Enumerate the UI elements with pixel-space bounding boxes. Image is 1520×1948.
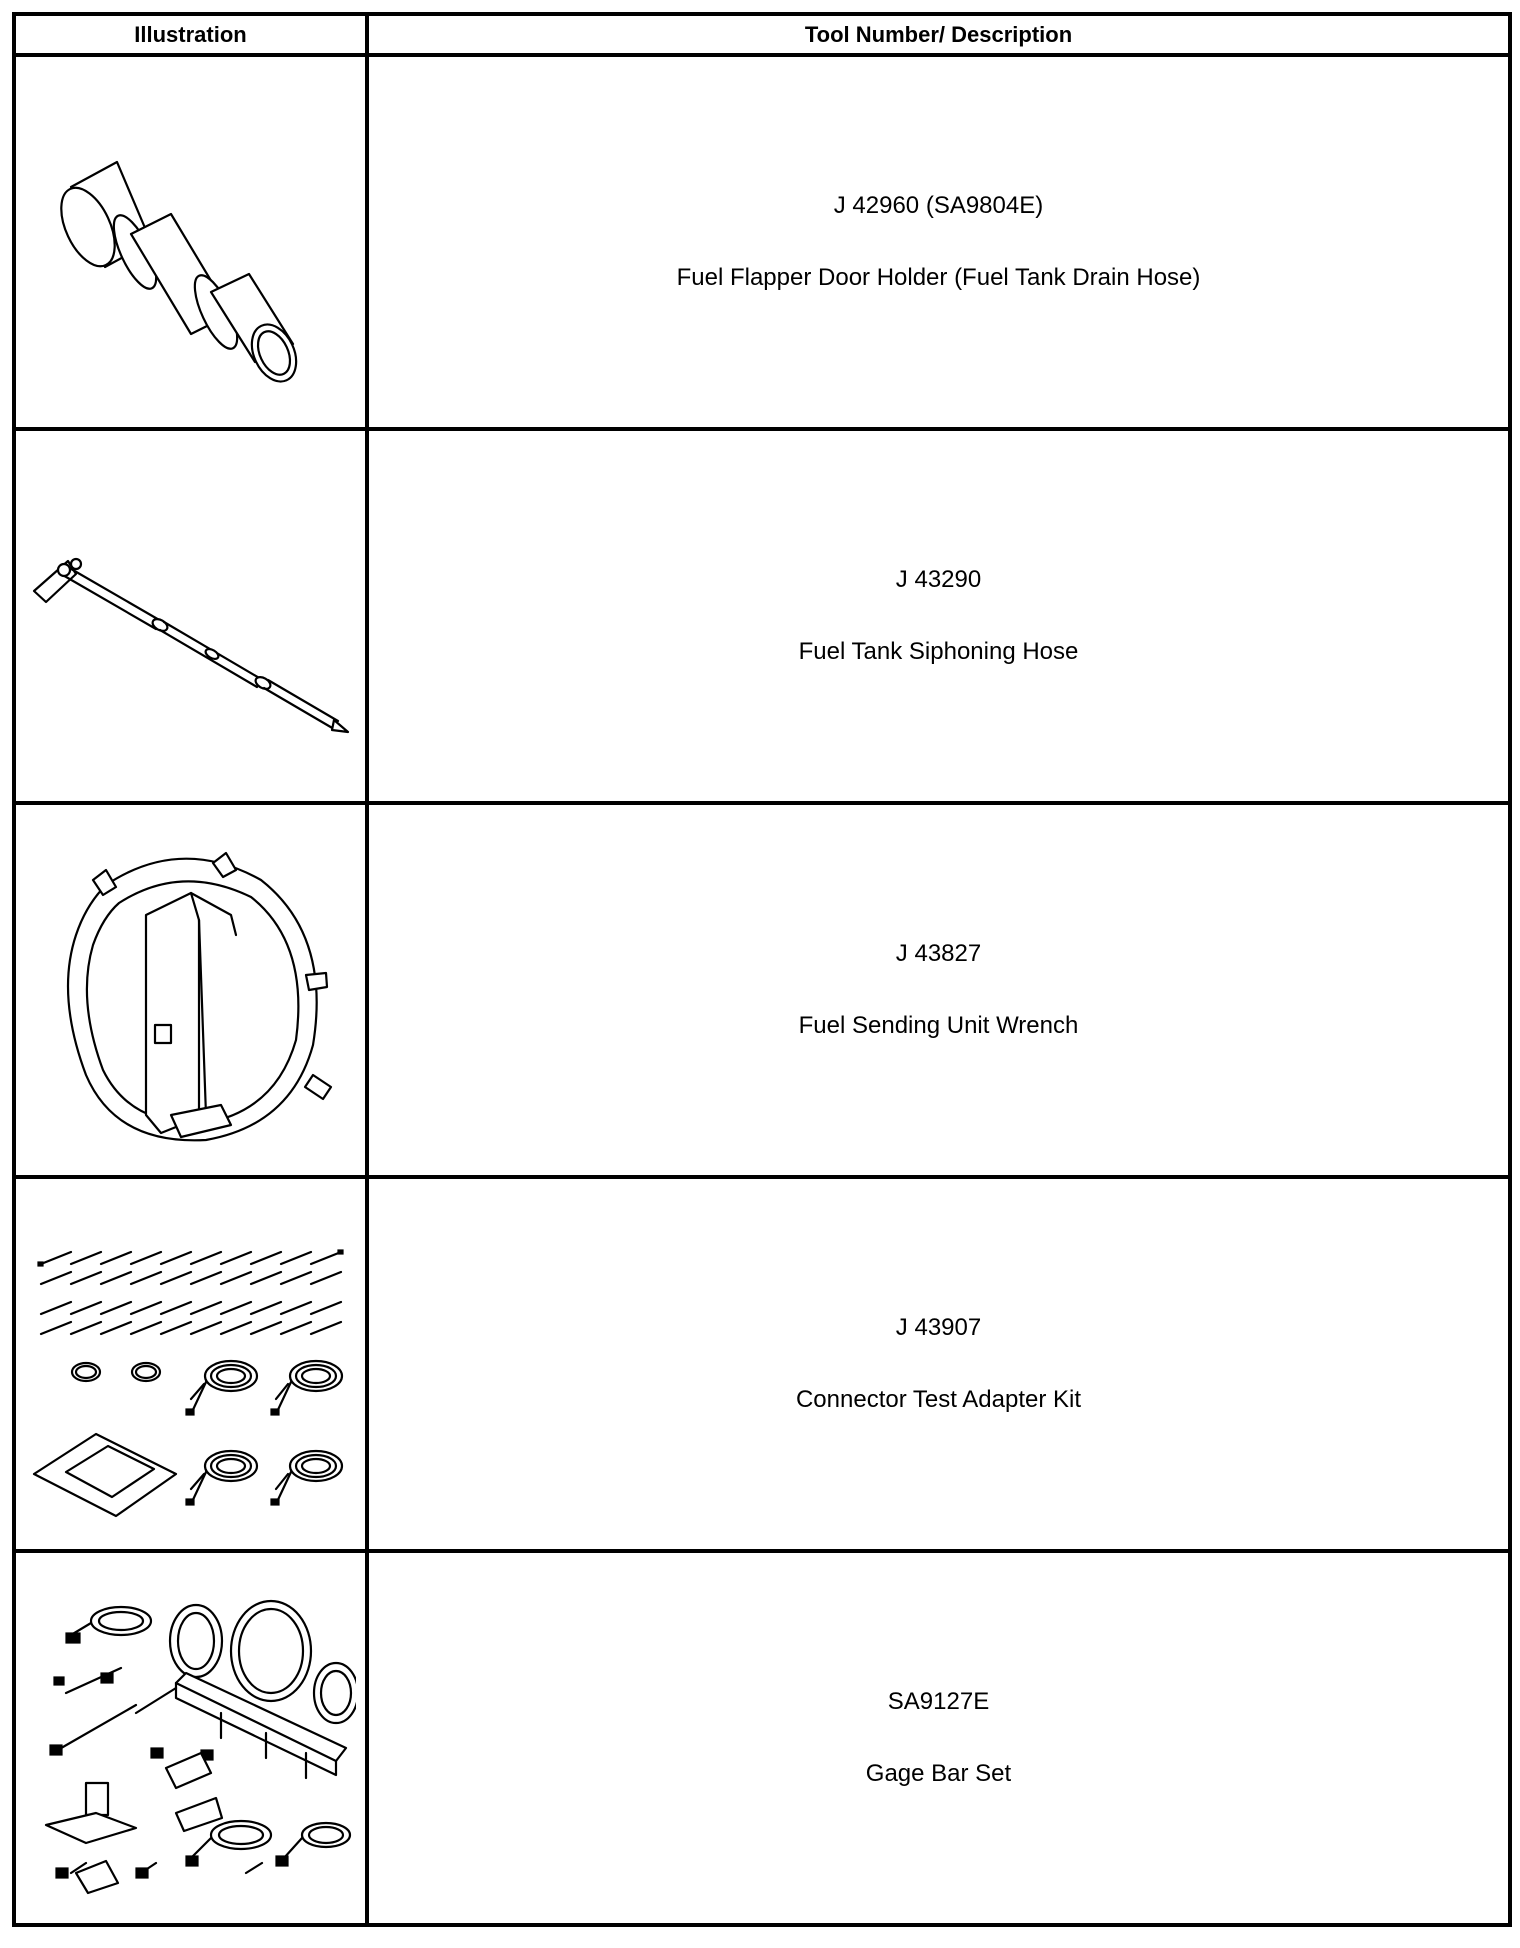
tool-name: Fuel Tank Siphoning Hose (798, 638, 1079, 665)
tool-name: Connector Test Adapter Kit (795, 1386, 1082, 1413)
table-row: J 42960 (SA9804E) Fuel Flapper Door Hold… (12, 53, 1512, 431)
table-row: J 43827 Fuel Sending Unit Wrench (12, 801, 1512, 1179)
description-cell: SA9127E Gage Bar Set (365, 1549, 1512, 1927)
description-cell: J 43907 Connector Test Adapter Kit (365, 1175, 1512, 1553)
description-cell: J 43827 Fuel Sending Unit Wrench (365, 801, 1512, 1179)
tool-number: J 43827 (895, 940, 982, 967)
tool-name: Fuel Flapper Door Holder (Fuel Tank Drai… (676, 264, 1201, 291)
table-row: J 43290 Fuel Tank Siphoning Hose (12, 427, 1512, 805)
header-row: Illustration Tool Number/ Description (12, 12, 1512, 57)
siphoning-hose-illustration (32, 557, 349, 734)
illustration-cell (12, 53, 369, 431)
flapper-door-holder-illustration (59, 160, 297, 383)
table-row: SA9127E Gage Bar Set (12, 1549, 1512, 1927)
sending-unit-wrench-illustration (66, 851, 332, 1142)
illustration-header: Illustration (12, 12, 369, 57)
description-header: Tool Number/ Description (365, 12, 1512, 57)
illustration-cell (12, 427, 369, 805)
tool-name: Gage Bar Set (865, 1760, 1012, 1787)
tool-number: SA9127E (887, 1688, 990, 1715)
tool-name: Fuel Sending Unit Wrench (798, 1012, 1079, 1039)
tool-number: J 43907 (895, 1314, 982, 1341)
description-cell: J 42960 (SA9804E) Fuel Flapper Door Hold… (365, 53, 1512, 431)
tool-table: Illustration Tool Number/ Description (12, 12, 1512, 1927)
illustration-cell (12, 801, 369, 1179)
illustration-cell (12, 1175, 369, 1553)
test-adapter-kit-illustration (32, 1249, 344, 1518)
tool-number: J 42960 (SA9804E) (833, 192, 1044, 219)
tool-number: J 43290 (895, 566, 982, 593)
illustration-cell (12, 1549, 369, 1927)
table-row: J 43907 Connector Test Adapter Kit (12, 1175, 1512, 1553)
gage-bar-set-illustration (44, 1599, 356, 1895)
description-cell: J 43290 Fuel Tank Siphoning Hose (365, 427, 1512, 805)
